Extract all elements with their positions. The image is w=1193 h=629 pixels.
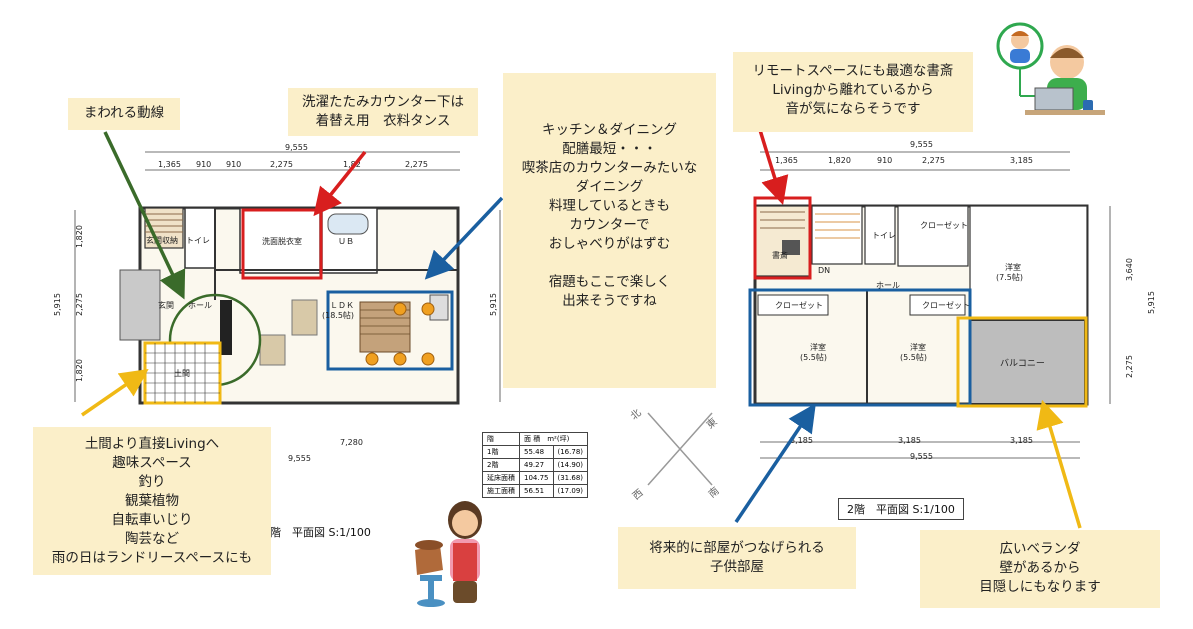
room-western-1: 洋室 [810, 343, 826, 352]
note-text: 喫茶店のカウンターみたいな [521, 160, 698, 176]
arrow-veranda [1036, 399, 1082, 529]
floor2-total-width: 9,555 [910, 140, 933, 149]
room-western-2-size: (5.5帖) [900, 353, 927, 362]
compass [647, 412, 713, 486]
room-ldk: ＬＤＫ [330, 301, 354, 310]
arrow-mawareru [103, 131, 186, 300]
floor2-dim-bottom-3: 3,185 [1010, 436, 1033, 445]
table-row: 1階 55.48 (16.78) [482, 445, 589, 459]
room-western-big-size: (7.5帖) [996, 273, 1023, 282]
floor1-dim-top-5: 1,82 [343, 160, 361, 169]
room-hall: ホール [188, 301, 212, 310]
note-doma: 土間より直接Livingへ 趣味スペース 釣り 観葉植物 自転車いじり 陶芸など… [33, 427, 271, 575]
note-text: 洗濯たたみカウンター下は [302, 94, 464, 110]
note-text: 宿題もここで楽しく [548, 274, 671, 290]
room-balcony: バルコニー [1000, 359, 1045, 369]
floor1-dim-top-3: 910 [226, 160, 242, 169]
note-text: 釣り [138, 474, 166, 490]
room-washroom: 洗面脱衣室 [262, 237, 302, 246]
room-closet-top: クローゼット [920, 221, 968, 230]
note-veranda: 広いベランダ 壁があるから 目隠しにもなります [920, 530, 1160, 608]
room-western-1-size: (5.5帖) [800, 353, 827, 362]
table-row: 延床面積 104.75 (31.68) [482, 471, 589, 485]
room-closet-right: クローゼット [922, 301, 970, 310]
room2-toilet: トイレ [872, 231, 896, 240]
room-bath: ＵＢ [338, 237, 354, 246]
room-study: 書斎 [772, 251, 788, 260]
note-text: キッチン＆ダイニング [542, 122, 677, 138]
note-text: 料理しているときも [548, 198, 671, 214]
note-text: まわれる動線 [83, 105, 165, 121]
note-text: Livingから離れているから [772, 82, 934, 98]
note-text: 将来的に部屋がつなげられる [649, 540, 825, 556]
floor1-dim-top-2: 910 [196, 160, 212, 169]
note-text: 子供部屋 [710, 559, 764, 575]
floor2-dim-top-1: 1,365 [775, 156, 798, 165]
arrow-kitchen [424, 196, 504, 280]
room-western-2: 洋室 [910, 343, 926, 352]
floor2-dim-top-3: 910 [877, 156, 893, 165]
note-mawareru: まわれる動線 [68, 98, 180, 130]
note-text: 配膳最短・・・ [562, 141, 657, 157]
floor2-dim-top-2: 1,820 [828, 156, 851, 165]
note-text: 土間より直接Livingへ [84, 436, 220, 452]
arrow-kodomo [734, 403, 816, 523]
floor1-plan [74, 151, 501, 405]
note-text: 趣味スペース [112, 455, 192, 471]
note-sentaku: 洗濯たたみカウンター下は 着替え用 衣料タンス [288, 88, 478, 136]
floor1-dim-top-6: 2,275 [405, 160, 428, 169]
floor2-plan [748, 151, 1111, 459]
arrow-remote [758, 129, 789, 206]
remote-workers-illustration [996, 22, 1105, 115]
floor1-dim-top-1: 1,365 [158, 160, 181, 169]
floor2-dim-top-5: 3,185 [1010, 156, 1033, 165]
room-entrance: 玄関 [158, 301, 174, 310]
room2-hall: ホール [876, 281, 900, 290]
floor1-dim-bottom-2: 9,555 [288, 454, 311, 463]
floor2-dim-bottom-2: 3,185 [898, 436, 921, 445]
pottery-woman-illustration [415, 501, 482, 607]
arrow-doma [81, 369, 149, 417]
note-text: 壁があるから [999, 560, 1081, 576]
floor1-dim-top-4: 2,275 [270, 160, 293, 169]
note-text: 着替え用 衣料タンス [315, 113, 451, 129]
area-table: 階 面 積 m²(坪) 1階 55.48 (16.78) 2階 49.27 (1… [482, 432, 589, 498]
note-remote: リモートスペースにも最適な書斎 Livingから離れているから 音が気にならそう… [733, 52, 973, 132]
floor2-dim-bottom-4: 9,555 [910, 452, 933, 461]
note-text: 陶芸など [125, 531, 179, 547]
note-kitchen: キッチン＆ダイニング 配膳最短・・・ 喫茶店のカウンターみたいな ダイニング 料… [503, 73, 716, 388]
note-text: 目隠しにもなります [979, 579, 1101, 595]
room-doma: 土間 [174, 369, 190, 378]
note-kodomo: 将来的に部屋がつなげられる 子供部屋 [618, 527, 856, 589]
room-storage: 玄関収納 [146, 236, 178, 245]
floor2-dim-top-4: 2,275 [922, 156, 945, 165]
floor2-title: 2階 平面図 S:1/100 [838, 498, 964, 520]
table-row: 2階 49.27 (14.90) [482, 458, 589, 472]
area-cell: 施工面積 [482, 484, 520, 498]
note-text: 自転車いじり [111, 512, 193, 528]
floor2-dim-bottom-1: 3,185 [790, 436, 813, 445]
note-text: 雨の日はランドリースペースにも [51, 550, 253, 566]
note-text: ダイニング [575, 179, 644, 195]
stairs-dn: DN [818, 266, 831, 275]
note-text: リモートスペースにも最適な書斎 [752, 63, 954, 79]
room-western-big: 洋室 [1005, 263, 1021, 272]
floor1-total-width: 9,555 [285, 143, 308, 152]
note-text: 観葉植物 [125, 493, 179, 509]
floor1-dim-bottom-1: 7,280 [340, 438, 363, 447]
note-text [509, 254, 710, 273]
table-row: 施工面積 56.51 (17.09) [482, 484, 589, 498]
note-text: 広いベランダ [999, 541, 1081, 557]
area-cell: (17.09) [552, 484, 589, 498]
note-text: 出来そうですね [562, 293, 657, 309]
room-ldk-size: (18.5帖) [322, 311, 355, 320]
room-toilet: トイレ [186, 236, 210, 245]
note-text: おしゃべりがはずむ [548, 236, 671, 252]
room-closet-left: クローゼット [775, 301, 823, 310]
arrow-sentaku [313, 150, 367, 217]
note-text: 音が気にならそうです [785, 101, 921, 117]
note-text: カウンターで [569, 217, 650, 233]
floor1-title: 階 平面図 S:1/100 [270, 526, 371, 539]
